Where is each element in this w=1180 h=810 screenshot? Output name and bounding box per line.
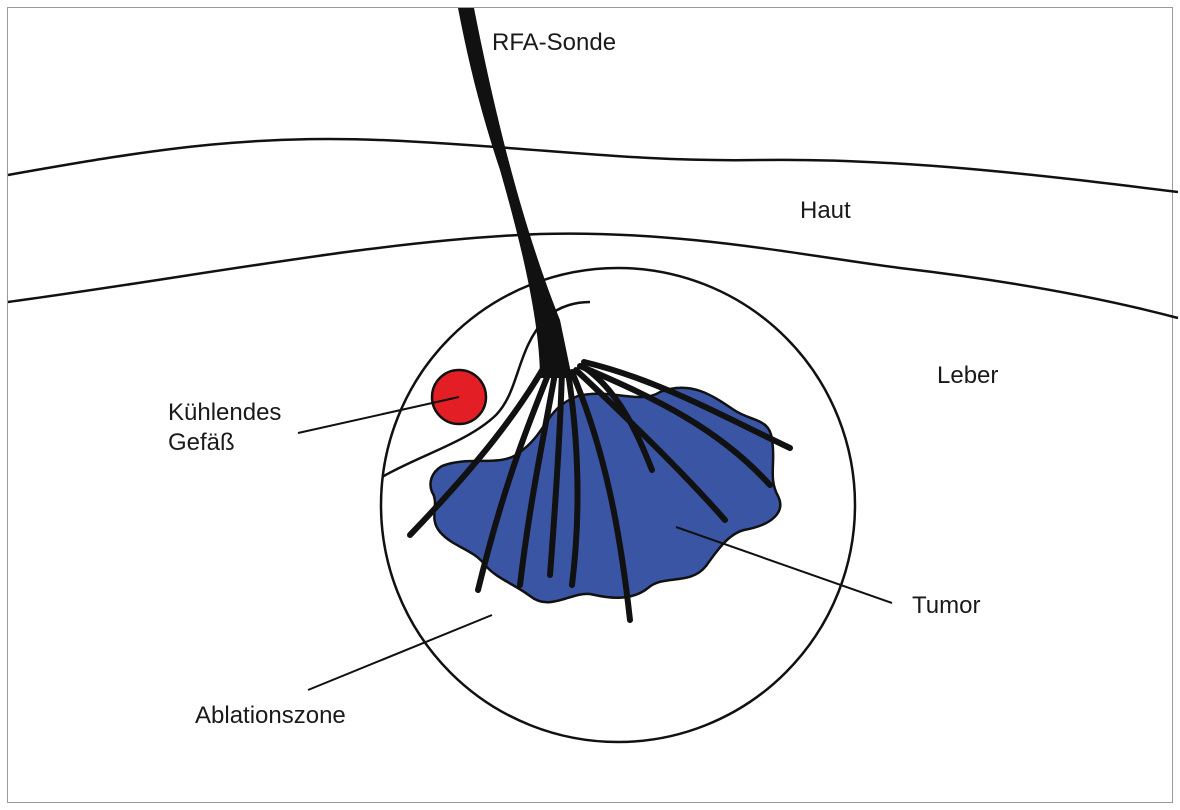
ablation-leader-line bbox=[308, 615, 492, 690]
skin-lower-boundary bbox=[8, 234, 1178, 318]
ablation-zone-label: Ablationszone bbox=[195, 701, 346, 731]
tumor-leader-line bbox=[676, 527, 892, 603]
rfa-probe bbox=[458, 8, 572, 378]
tumor-label: Tumor bbox=[912, 591, 980, 621]
vessel-leader-line bbox=[298, 397, 459, 433]
vessel-label-line2: Gefäß bbox=[168, 428, 281, 458]
liver-label: Leber bbox=[937, 361, 998, 391]
vessel-label: Kühlendes Gefäß bbox=[168, 398, 281, 458]
vessel-label-line1: Kühlendes bbox=[168, 398, 281, 428]
skin-label: Haut bbox=[800, 196, 851, 226]
probe-label: RFA-Sonde bbox=[492, 28, 616, 58]
skin-upper-boundary bbox=[8, 139, 1178, 192]
